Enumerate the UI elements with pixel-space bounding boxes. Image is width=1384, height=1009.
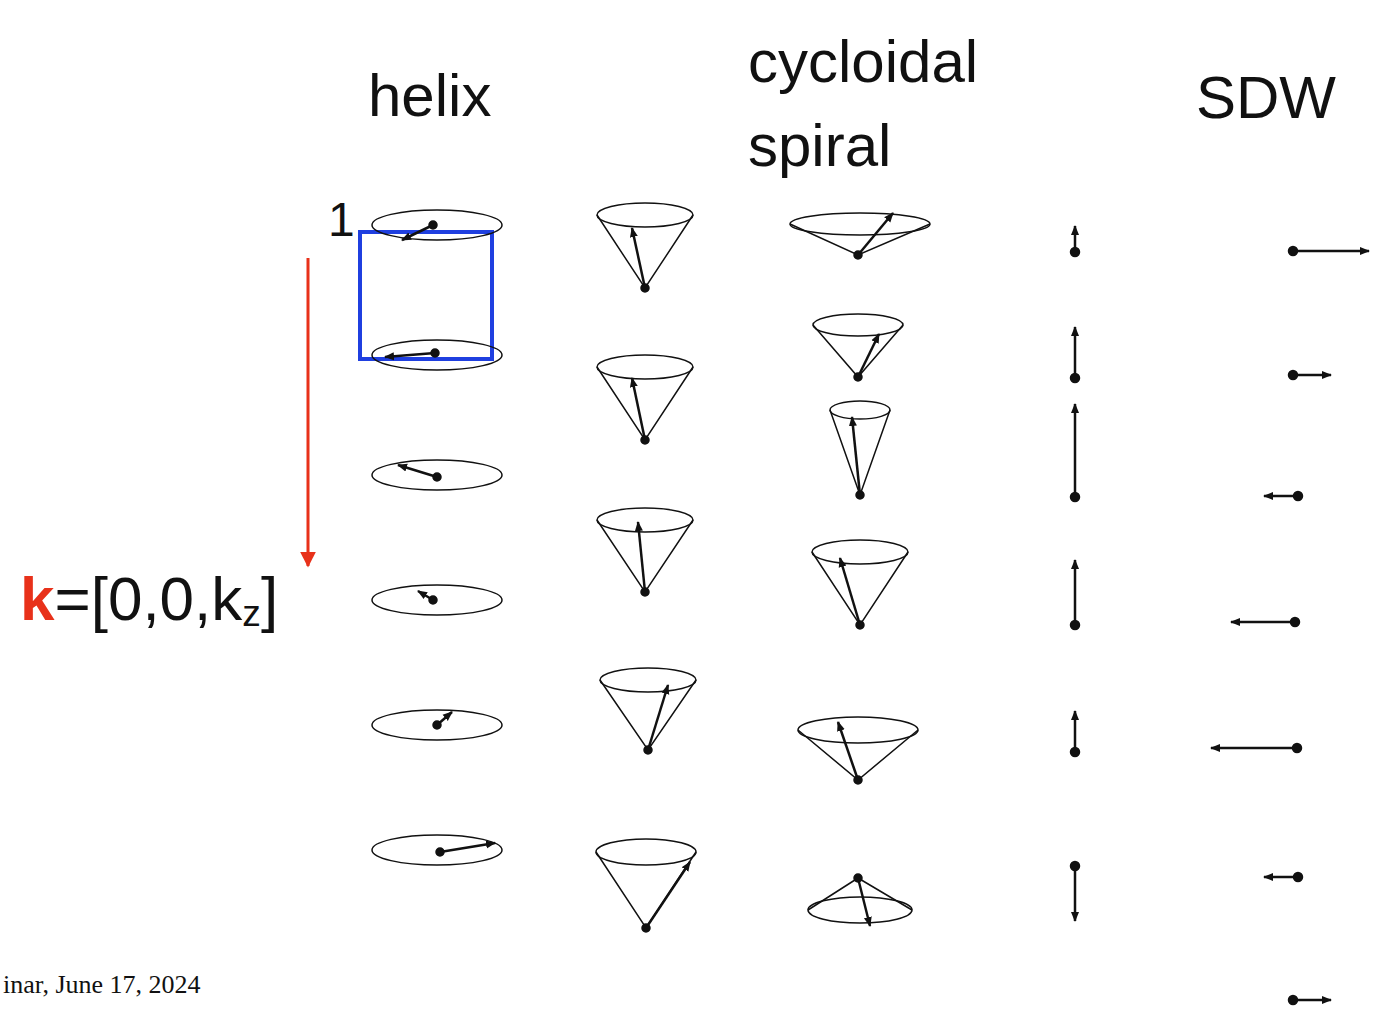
spin-site bbox=[1294, 492, 1302, 500]
spin-site bbox=[641, 284, 649, 292]
spin-site bbox=[856, 491, 864, 499]
spin-site bbox=[854, 251, 862, 259]
spin-site bbox=[431, 349, 439, 357]
cone-side bbox=[813, 325, 903, 377]
spin-arrow bbox=[840, 558, 860, 625]
spin-site bbox=[1289, 996, 1297, 1004]
helix-column bbox=[372, 210, 502, 865]
spin-site bbox=[1294, 873, 1302, 881]
spin-arrow bbox=[1074, 711, 1077, 752]
vector-value: =[0,0,k bbox=[54, 564, 242, 633]
cone-side bbox=[812, 552, 908, 625]
spin-arrow bbox=[1074, 327, 1077, 378]
cone-side bbox=[798, 730, 918, 780]
cone-rim bbox=[597, 203, 693, 227]
cone-side bbox=[597, 520, 693, 592]
spin-site bbox=[433, 473, 441, 481]
rotation-plane bbox=[372, 210, 502, 240]
rotation-plane bbox=[372, 710, 502, 740]
spin-arrow bbox=[646, 862, 690, 928]
sdw-horizontal-column bbox=[1211, 247, 1369, 1004]
cone-column bbox=[596, 203, 696, 932]
spin-site bbox=[1071, 748, 1079, 756]
spin-site bbox=[1071, 862, 1079, 870]
sdw-vertical-column bbox=[1071, 226, 1079, 921]
spin-site bbox=[854, 874, 862, 882]
spin-arrow bbox=[1074, 866, 1077, 921]
rotation-plane bbox=[372, 340, 502, 370]
spin-arrow bbox=[440, 843, 495, 852]
spin-site bbox=[641, 588, 649, 596]
spin-arrow bbox=[632, 378, 645, 440]
cone-rim bbox=[596, 839, 696, 865]
spin-arrow bbox=[852, 417, 860, 495]
spin-site bbox=[1071, 621, 1079, 629]
rotation-plane bbox=[372, 585, 502, 615]
spin-arrow bbox=[1211, 747, 1297, 750]
spin-arrow bbox=[638, 522, 645, 592]
spin-arrow bbox=[1074, 560, 1077, 625]
spin-site bbox=[854, 776, 862, 784]
spin-site bbox=[436, 848, 444, 856]
rotation-plane bbox=[372, 460, 502, 490]
cone-side bbox=[830, 410, 890, 495]
spin-site bbox=[433, 721, 441, 729]
spin-arrow bbox=[402, 225, 433, 240]
spin-arrow bbox=[1231, 621, 1295, 624]
spin-arrow bbox=[648, 685, 668, 750]
spin-arrow bbox=[838, 722, 858, 780]
spin-site bbox=[854, 373, 862, 381]
cone-side bbox=[600, 680, 696, 750]
spin-site bbox=[856, 621, 864, 629]
vector-label: k=[0,0,kz] bbox=[20, 568, 278, 632]
spin-site bbox=[429, 596, 437, 604]
callout-number: 1 bbox=[328, 196, 355, 244]
spin-arrow bbox=[1293, 250, 1369, 253]
cone-rim bbox=[812, 540, 908, 564]
spin-site bbox=[1071, 374, 1079, 382]
cone-rim bbox=[798, 717, 918, 743]
spin-site bbox=[1071, 493, 1079, 501]
cone-rim bbox=[597, 355, 693, 379]
cone-side bbox=[597, 215, 693, 288]
spin-site bbox=[1071, 248, 1079, 256]
spin-arrow bbox=[858, 334, 879, 377]
spin-site bbox=[1289, 371, 1297, 379]
cone-rim bbox=[830, 401, 890, 419]
spin-arrow bbox=[1293, 999, 1331, 1002]
spin-site bbox=[641, 436, 649, 444]
spin-arrow bbox=[858, 213, 893, 255]
spin-arrow bbox=[1074, 404, 1077, 497]
spin-site bbox=[1293, 744, 1301, 752]
cone-rim bbox=[813, 314, 903, 336]
cone-side bbox=[597, 367, 693, 440]
propagation-arrow bbox=[307, 258, 310, 566]
cone-rim bbox=[597, 508, 693, 532]
cone-side bbox=[596, 852, 696, 928]
cycloid-column bbox=[790, 213, 930, 926]
spin-site bbox=[1291, 618, 1299, 626]
cone-side bbox=[790, 224, 930, 255]
spin-site bbox=[429, 221, 437, 229]
cone-rim bbox=[600, 668, 696, 692]
footer-text: inar, June 17, 2024 bbox=[3, 972, 201, 998]
spin-arrow bbox=[632, 228, 645, 288]
column-heading: helix bbox=[368, 66, 491, 126]
spin-site bbox=[642, 924, 650, 932]
vector-symbol: k bbox=[20, 564, 54, 633]
column-heading: SDW bbox=[1196, 68, 1336, 128]
rotation-plane bbox=[372, 835, 502, 865]
column-heading: cycloidal spiral bbox=[748, 20, 1048, 188]
spin-arrow bbox=[858, 878, 870, 926]
spin-arrow bbox=[385, 353, 435, 357]
cone-rim bbox=[790, 213, 930, 235]
spin-arrow bbox=[398, 465, 437, 477]
spin-site bbox=[644, 746, 652, 754]
spin-arrow bbox=[1293, 374, 1331, 377]
vector-subscript: z bbox=[242, 592, 261, 634]
vector-value: ] bbox=[261, 564, 278, 633]
spin-site bbox=[1289, 247, 1297, 255]
